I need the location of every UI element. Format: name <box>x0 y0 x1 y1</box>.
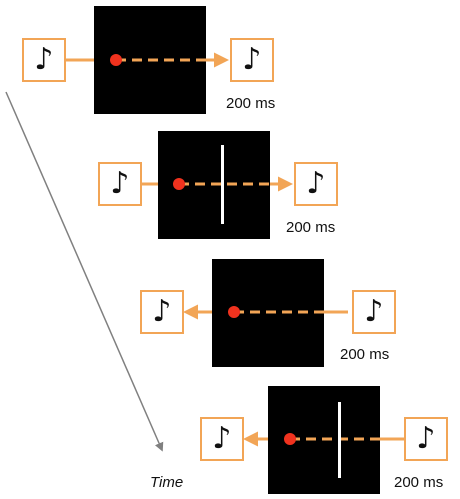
trial-1-red-dot <box>110 54 122 66</box>
trial-3-screen <box>212 259 324 367</box>
time-arrow <box>5 91 164 452</box>
trial-4-screen-graphics <box>284 402 380 478</box>
trial-1-duration: 200 ms <box>226 95 276 112</box>
trial-3-red-dot <box>228 306 240 318</box>
trial-2-red-dot <box>173 178 185 190</box>
trial-4-sound-right-icon: ♪ <box>404 417 448 461</box>
trial-2-vertical-bar <box>221 145 224 224</box>
trial-2-screen <box>158 131 270 239</box>
trial-3-sound-left-icon: ♪ <box>140 290 184 334</box>
trial-4-sound-left-icon: ♪ <box>200 417 244 461</box>
trial-1-screen <box>94 6 206 114</box>
trial-2-screen-graphics <box>173 145 270 224</box>
trial-1-screen-graphics <box>110 54 206 66</box>
trial-2-sound-right-icon: ♪ <box>294 162 338 206</box>
trial-3-duration: 200 ms <box>340 346 390 363</box>
trial-4-duration: 200 ms <box>394 474 444 491</box>
trial-4-vertical-bar <box>338 402 341 478</box>
trial-3-screen-graphics <box>228 306 324 318</box>
trial-1-sound-right-icon: ♪ <box>230 38 274 82</box>
trial-3-sound-right-icon: ♪ <box>352 290 396 334</box>
trial-4-red-dot <box>284 433 296 445</box>
trial-2-sound-left-icon: ♪ <box>98 162 142 206</box>
time-label: Time <box>150 474 184 491</box>
trial-1-sound-left-icon: ♪ <box>22 38 66 82</box>
trial-2-duration: 200 ms <box>286 219 336 236</box>
trial-4-screen <box>268 386 380 494</box>
